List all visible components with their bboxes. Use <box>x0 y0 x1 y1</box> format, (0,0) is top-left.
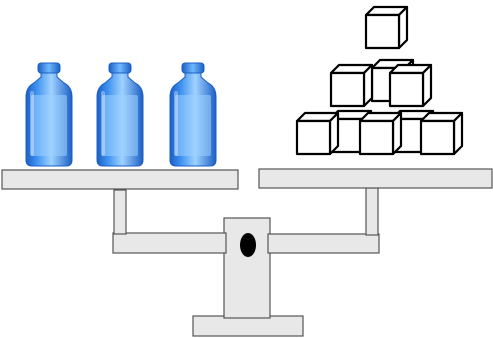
bottle-icon <box>170 63 216 166</box>
scale-base <box>193 316 303 336</box>
cube-icon <box>366 7 407 48</box>
cube-icon <box>297 113 338 154</box>
cube-icon <box>331 65 372 106</box>
bottle-icon <box>97 63 143 166</box>
left-arm <box>113 233 226 253</box>
right-pan-cubes <box>297 7 462 154</box>
scale-pillar <box>224 218 270 318</box>
right-arm <box>268 234 379 253</box>
left-pan-bottles <box>26 63 216 166</box>
right-pan-post <box>366 188 378 235</box>
cube-icon <box>390 65 431 106</box>
pivot-hole <box>240 233 256 257</box>
cube-icon <box>360 113 401 154</box>
scale-stand <box>2 169 492 336</box>
left-pan <box>2 170 238 189</box>
bottle-icon <box>26 63 72 166</box>
cube-icon <box>421 113 462 154</box>
left-pan-post <box>114 190 126 234</box>
right-pan <box>259 169 492 188</box>
